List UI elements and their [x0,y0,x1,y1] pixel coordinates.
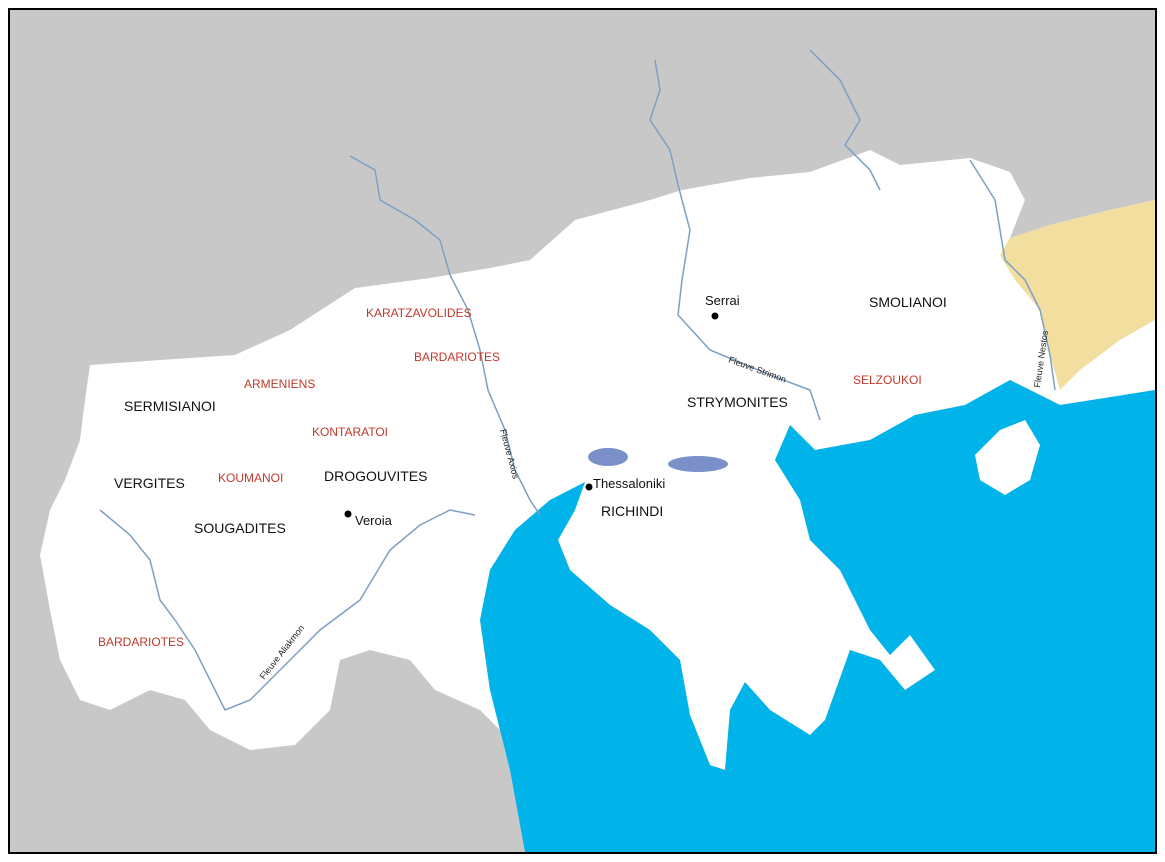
river-axios [349,155,541,516]
river-strimon [649,59,821,421]
river-aliakmon [99,509,476,711]
river-nestos [969,159,1056,391]
region-label-sougadites: SOUGADITES [194,520,286,536]
eastern-region [1000,200,1155,390]
region-label-drogouvites: DROGOUVITES [324,468,427,484]
city-label-veroia: Veroia [355,513,393,528]
region-label-smolianoi: SMOLIANOI [869,294,947,310]
region-label-bardariotes-north: BARDARIOTES [414,350,500,364]
city-label-thessaloniki: Thessaloniki [593,476,665,491]
region-label-sermisianoi: SERMISIANOI [124,398,216,414]
region-label-bardariotes-south: BARDARIOTES [98,635,184,649]
sea [480,380,1155,852]
lake-koroneia [588,448,628,466]
map-frame: SERMISIANOI VERGITES SOUGADITES DROGOUVI… [8,8,1157,854]
region-label-strymonites: STRYMONITES [687,394,788,410]
region-label-vergites: VERGITES [114,475,185,491]
lake-volvi [668,456,728,472]
region-label-richindi: RICHINDI [601,503,663,519]
river-strimon-tributary [809,49,881,191]
region-label-armeniens: ARMENIENS [244,377,315,391]
city-marker-thessaloniki [585,483,593,491]
region-label-koumanoi: KOUMANOI [218,471,283,485]
island [975,420,1040,495]
region-label-selzoukoi: SELZOUKOI [853,373,922,387]
map-canvas: SERMISIANOI VERGITES SOUGADITES DROGOUVI… [10,10,1155,852]
city-marker-veroia [344,510,352,518]
city-marker-serrai [711,312,719,320]
region-label-kontaratoi: KONTARATOI [312,425,388,439]
region-label-karatzavolides: KARATZAVOLIDES [366,306,472,320]
city-label-serrai: Serrai [705,293,740,308]
